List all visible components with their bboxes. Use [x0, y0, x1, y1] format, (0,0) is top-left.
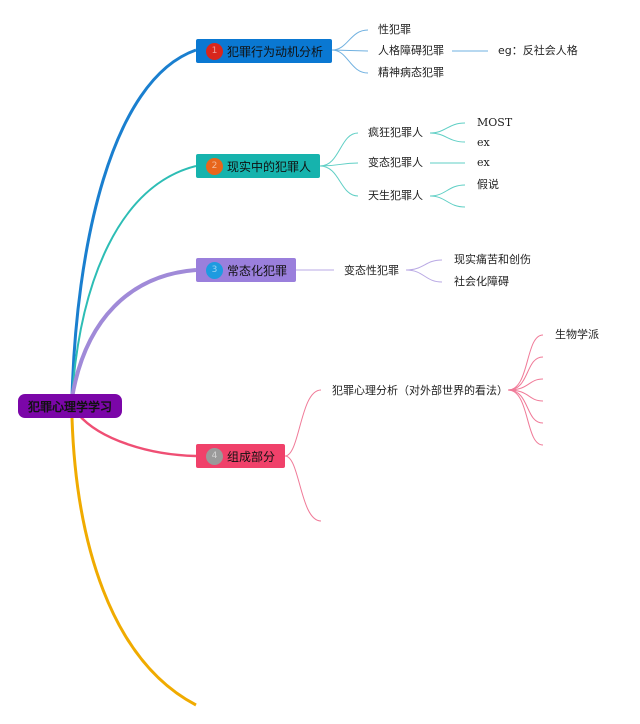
b2-grandchild-2[interactable]: ex: [477, 136, 490, 149]
b4-link-1: [284, 389, 322, 457]
b2-link-7: [429, 184, 466, 197]
branch-3-topic[interactable]: 3 常态化犯罪: [196, 258, 296, 282]
b4-link-8: [507, 389, 544, 446]
b3-link-3: [405, 269, 443, 283]
b4-link-5: [507, 378, 544, 391]
b2-link-8: [429, 195, 466, 208]
b3-link-2: [405, 259, 443, 271]
branch-2-connector: [71, 165, 197, 399]
b1-child-2[interactable]: 人格障碍犯罪: [378, 44, 444, 57]
b2-link-5: [429, 132, 466, 143]
number-2-icon: 2: [206, 157, 223, 175]
b4-child-1[interactable]: 犯罪心理分析（对外部世界的看法）: [332, 384, 508, 397]
b1-grandchild-1[interactable]: eg：反社会人格: [498, 44, 578, 57]
branch-3-label: 常态化犯罪: [227, 263, 288, 278]
b2-child-1[interactable]: 疯狂犯罪人: [368, 126, 423, 139]
b1-link-2: [331, 49, 369, 52]
branch-2-topic[interactable]: 2 现实中的犯罪人: [196, 154, 320, 178]
branch-2-label: 现实中的犯罪人: [227, 159, 312, 174]
branch-3-connector: [70, 268, 197, 399]
b1-link-1: [331, 29, 369, 51]
number-1-icon: 1: [206, 42, 223, 60]
b4-link-3: [507, 334, 544, 391]
b2-grandchild-4[interactable]: 假说: [477, 178, 499, 191]
b1-child-3[interactable]: 精神病态犯罪: [378, 66, 444, 79]
branch-1-connector: [70, 48, 197, 399]
b3-child-1[interactable]: 变态性犯罪: [344, 264, 399, 277]
branch-5-connector: [70, 417, 197, 707]
b4-link-7: [507, 389, 544, 424]
root-topic[interactable]: 犯罪心理学学习: [18, 394, 122, 418]
b3-grandchild-2[interactable]: 社会化障碍: [454, 275, 509, 288]
b2-grandchild-1[interactable]: MOST: [477, 116, 513, 129]
root-label: 犯罪心理学学习: [27, 399, 112, 414]
branch-1-topic[interactable]: 1 犯罪行为动机分析: [196, 39, 332, 63]
b2-link-2: [319, 162, 359, 167]
b2-link-1: [319, 132, 359, 167]
number-3-icon: 3: [206, 261, 223, 279]
b2-child-2[interactable]: 变态犯罪人: [368, 156, 423, 169]
b3-grandchild-1[interactable]: 现实痛苦和创伤: [454, 253, 531, 266]
b4-link-2: [284, 455, 322, 522]
branch-1-label: 犯罪行为动机分析: [227, 44, 324, 59]
branch-4-label: 组成部分: [227, 449, 276, 464]
b1-child-1[interactable]: 性犯罪: [378, 23, 411, 36]
b2-child-3[interactable]: 天生犯罪人: [368, 189, 423, 202]
branch-4-topic[interactable]: 4 组成部分: [196, 444, 285, 468]
b4-link-4: [507, 356, 544, 391]
b4-grandchild-1[interactable]: 生物学派: [555, 328, 599, 341]
b2-link-4: [429, 122, 466, 134]
b2-link-3: [319, 165, 359, 197]
branch-4-connector: [77, 413, 197, 458]
b1-link-3: [331, 49, 369, 74]
number-4-icon: 4: [206, 447, 223, 465]
b2-grandchild-3[interactable]: ex: [477, 156, 490, 169]
